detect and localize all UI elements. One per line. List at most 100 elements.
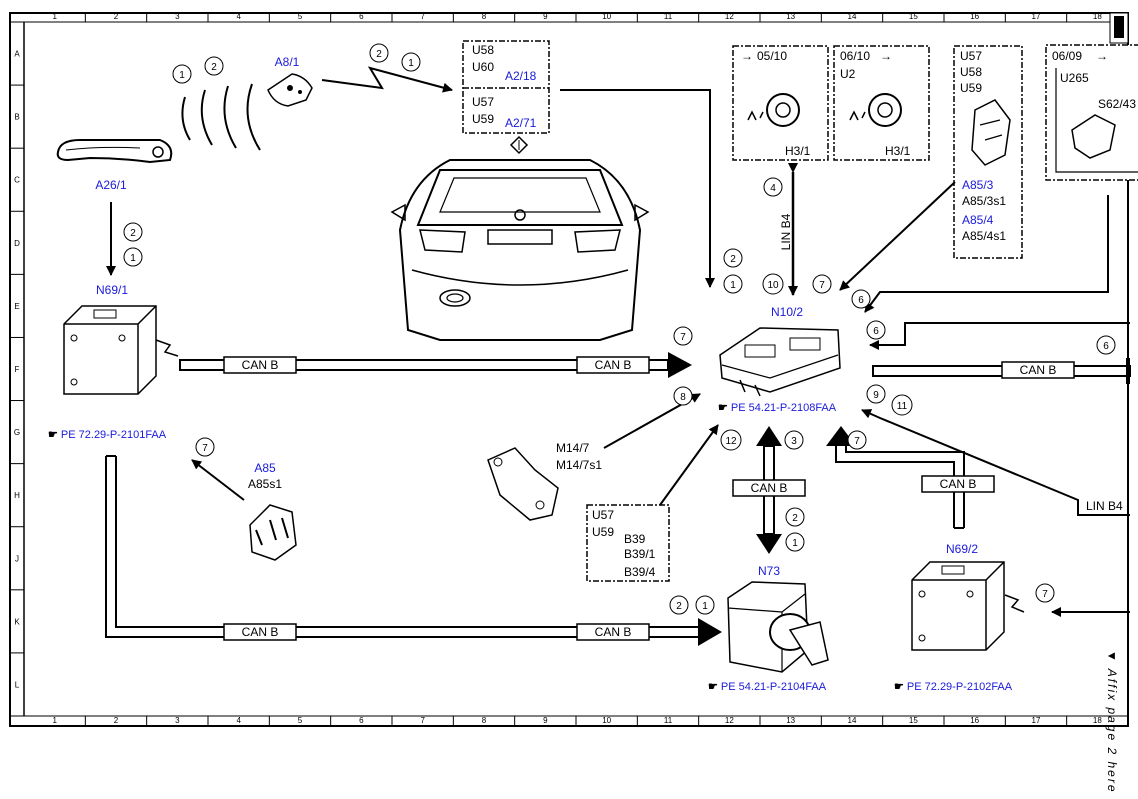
radio-signal-arrow <box>321 66 453 93</box>
column-number: 16 <box>970 12 979 21</box>
column-number: 6 <box>359 12 364 21</box>
svg-text:1: 1 <box>179 70 185 81</box>
svg-text:→: → <box>880 49 892 63</box>
column-number: 3 <box>175 12 180 21</box>
label-h3-1-b: H3/1 <box>885 144 911 158</box>
step-markers: 1 2 2 1 2 1 2 1 4 10 7 6 6 6 7 8 9 11 12… <box>123 43 1116 615</box>
code-u58: U58 <box>472 43 494 57</box>
module-n69-1[interactable] <box>63 305 157 395</box>
box-a2: U58 U60 A2/18 U57 U59 A2/71 <box>462 40 550 155</box>
svg-text:1: 1 <box>792 538 798 549</box>
ref-n73[interactable]: ☛ PE 54.21-P-2104FAA <box>708 681 827 693</box>
label-a85s1: A85s1 <box>248 477 282 491</box>
row-letter: H <box>14 491 20 500</box>
svg-text:7: 7 <box>854 436 860 447</box>
row-letter: G <box>14 428 20 437</box>
module-n69-2[interactable] <box>911 561 1005 651</box>
ref-n69-1[interactable]: ☛ PE 72.29-P-2101FAA <box>48 429 167 441</box>
svg-text:2: 2 <box>130 228 136 239</box>
module-n10-2[interactable] <box>719 327 841 397</box>
label-s62-43: S62/43 <box>1098 97 1136 111</box>
label-b39-1: B39/1 <box>624 547 656 561</box>
svg-text:2: 2 <box>676 601 682 612</box>
label-h3-1-a: H3/1 <box>785 144 811 158</box>
column-number: 9 <box>543 716 548 725</box>
module-n73-ignition[interactable] <box>727 581 829 673</box>
column-number: 14 <box>848 12 857 21</box>
svg-text:1: 1 <box>730 280 736 291</box>
a85-arrow <box>191 459 245 501</box>
can-b-n10-2-to-n73: CAN B <box>732 426 806 554</box>
column-number: 7 <box>420 12 425 21</box>
can-b-label-1: CAN B <box>242 358 279 372</box>
label-a85-3: A85/3 <box>962 178 994 192</box>
column-number: 7 <box>420 716 425 725</box>
svg-text:→: → <box>1096 49 1108 63</box>
svg-text:3: 3 <box>791 436 797 447</box>
can-b-label-2: CAN B <box>595 358 632 372</box>
part-a85[interactable] <box>249 504 297 561</box>
row-letter: K <box>14 617 20 626</box>
b39-arrow <box>659 424 719 506</box>
column-number: 18 <box>1093 716 1102 725</box>
can-b-label-5: CAN B <box>940 477 977 491</box>
svg-text:→: → <box>741 49 753 63</box>
can-b-label-4: CAN B <box>751 481 788 495</box>
svg-text:7: 7 <box>819 280 825 291</box>
column-number: 2 <box>114 716 119 725</box>
svg-text:1: 1 <box>130 253 136 264</box>
can-b-label-3: CAN B <box>1020 363 1057 377</box>
label-a26-1: A26/1 <box>95 178 127 192</box>
label-a8-1: A8/1 <box>275 55 300 69</box>
date-06-10: 06/10 <box>840 49 870 63</box>
row-letter: B <box>14 113 19 122</box>
column-number: 11 <box>664 716 673 725</box>
column-number: 8 <box>482 12 487 21</box>
svg-text:10: 10 <box>767 280 779 291</box>
column-ruler: 1122334455667788991010111112121313141415… <box>52 12 1102 726</box>
label-n69-2: N69/2 <box>946 542 978 556</box>
code-u60: U60 <box>472 60 494 74</box>
label-n69-1: N69/1 <box>96 283 128 297</box>
right-input-lines <box>875 322 1130 346</box>
code-u265: U265 <box>1060 71 1089 85</box>
svg-text:7: 7 <box>680 332 686 343</box>
label-a85-3s1: A85/3s1 <box>962 194 1006 208</box>
part-m14-7[interactable] <box>487 447 559 521</box>
code-u59: U59 <box>472 112 494 126</box>
svg-text:2: 2 <box>792 513 798 524</box>
svg-text:6: 6 <box>873 326 879 337</box>
label-b39-4: B39/4 <box>624 565 656 579</box>
row-letter: A <box>14 50 20 59</box>
code-u2: U2 <box>840 67 856 81</box>
ref-n10-2[interactable]: ☛ PE 54.21-P-2108FAA <box>718 402 837 414</box>
door-handle-a26-1[interactable] <box>56 139 173 164</box>
row-letter: F <box>15 365 20 374</box>
code-u59-b: U59 <box>960 81 982 95</box>
column-number: 5 <box>298 12 303 21</box>
row-letter: E <box>14 302 19 311</box>
label-lin-b4-right: LIN B4 <box>1086 499 1123 513</box>
label-m14-7: M14/7 <box>556 441 590 455</box>
can-b-n69-1-to-n10-2: CAN B CAN B <box>179 352 692 378</box>
can-b-n69-1-to-n73: CAN B CAN B <box>105 455 722 646</box>
row-letter: C <box>14 176 20 185</box>
ref-n69-2[interactable]: ☛ PE 72.29-P-2102FAA <box>894 681 1013 693</box>
svg-text:2: 2 <box>211 62 217 73</box>
key-fob-a8-1[interactable] <box>267 73 313 107</box>
car-rear-view <box>390 159 650 341</box>
box-s62-43: 06/09 → U265 S62/43 <box>1045 44 1138 181</box>
svg-text:8: 8 <box>680 392 686 403</box>
box-a85-3: U57 U58 U59 A85/3 A85/3s1 A85/4 A85/4s1 <box>953 45 1023 259</box>
box-h3-1-b: 06/10 → U2 H3/1 <box>833 45 930 161</box>
column-number: 4 <box>236 12 241 21</box>
svg-text:11: 11 <box>897 401 908 412</box>
code-u58-b: U58 <box>960 65 982 79</box>
column-number: 14 <box>848 716 857 725</box>
code-u59-c: U59 <box>592 525 614 539</box>
column-number: 12 <box>725 716 734 725</box>
column-number: 8 <box>482 716 487 725</box>
box-h3-1-a: → 05/10 H3/1 <box>732 45 829 161</box>
